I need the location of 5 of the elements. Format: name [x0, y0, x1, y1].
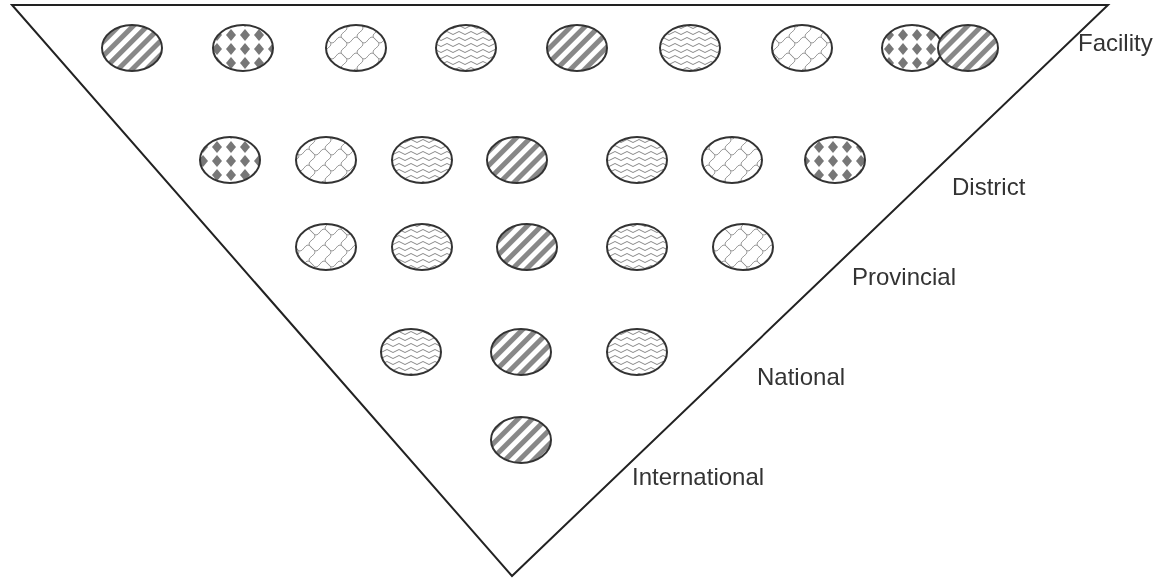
level-label: National: [757, 362, 846, 392]
level-label: Facility: [1078, 28, 1153, 58]
level-label: International: [632, 462, 765, 492]
level-label: District: [952, 172, 1026, 202]
level-label: Provincial: [852, 262, 957, 292]
